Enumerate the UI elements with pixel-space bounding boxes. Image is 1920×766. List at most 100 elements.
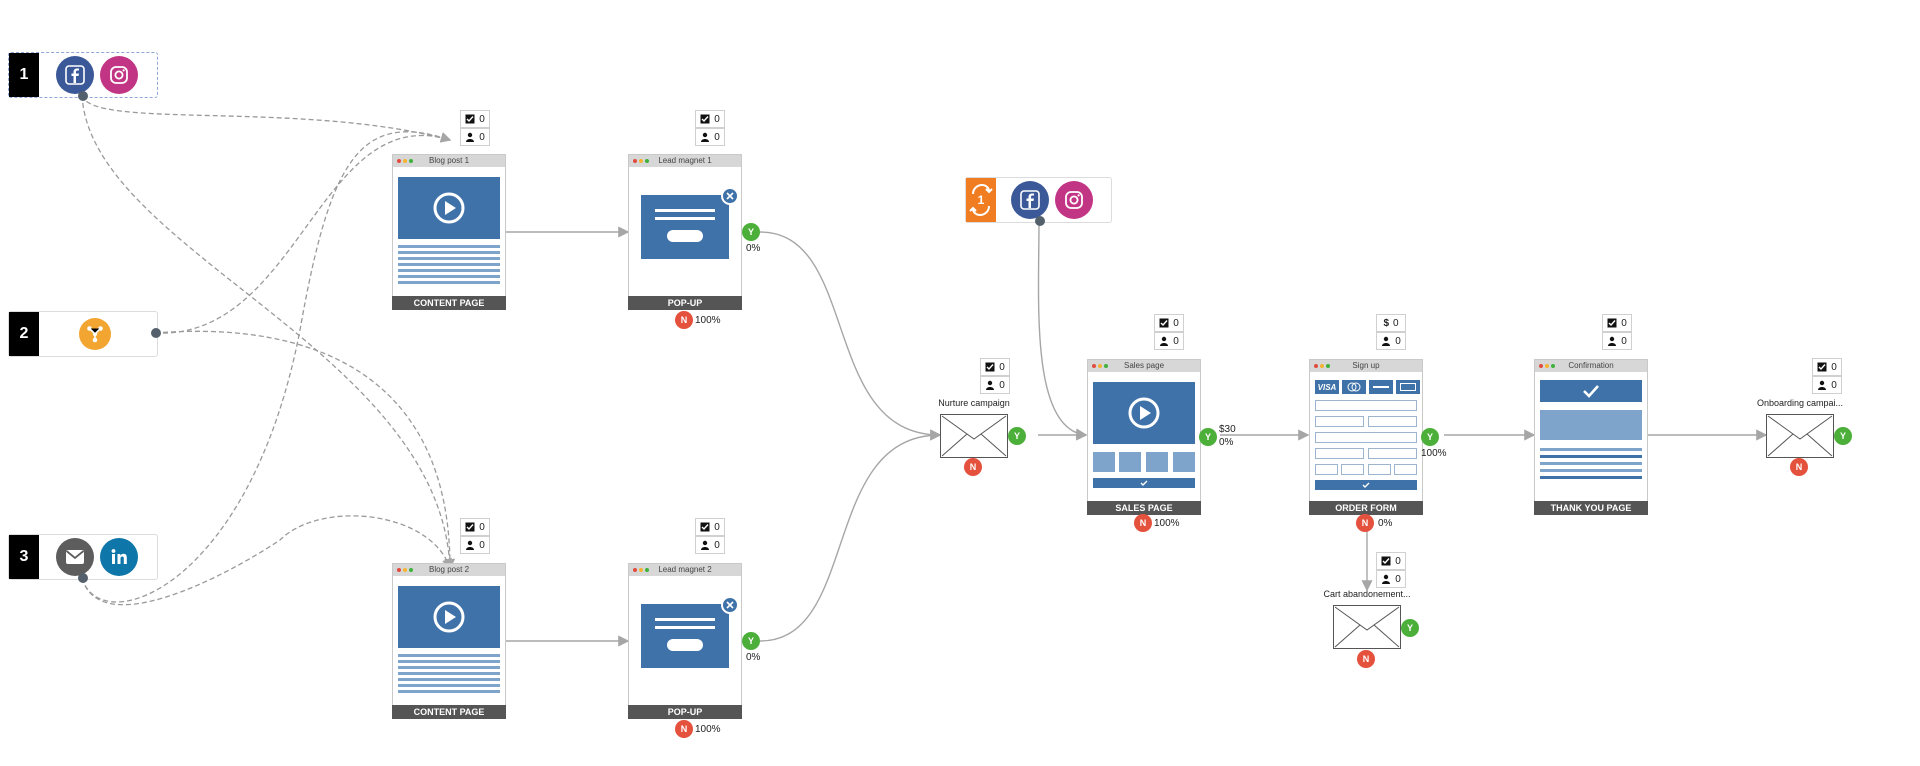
- visitors-stat: 0: [1812, 376, 1842, 394]
- yes-branch-badge[interactable]: Y: [742, 632, 760, 650]
- window-bar: Blog post 2: [393, 564, 505, 576]
- no-branch-badge[interactable]: N: [964, 458, 982, 476]
- visitors-stat: 0: [1376, 332, 1406, 350]
- email-icon[interactable]: [56, 538, 94, 576]
- no-branch-badge[interactable]: N: [1790, 458, 1808, 476]
- conversions-stat: 0: [460, 110, 490, 128]
- email-node-nurture[interactable]: [940, 414, 1008, 458]
- traffic-source-3[interactable]: 3: [8, 534, 158, 583]
- traffic-source-2[interactable]: 2: [8, 311, 161, 357]
- yes-branch-badge[interactable]: Y: [1008, 427, 1026, 445]
- check-icon: [465, 114, 475, 124]
- card-type-label: POP-UP: [628, 705, 742, 719]
- connection-handle[interactable]: [151, 328, 161, 338]
- card-title: Blog post 1: [428, 156, 470, 165]
- traffic-source-1[interactable]: 1: [8, 52, 158, 101]
- feature-block: [1093, 452, 1115, 472]
- email-title: Cart abandonement...: [1323, 589, 1411, 599]
- conversions-stat: 0: [980, 358, 1010, 376]
- conversions-stat: 0: [1154, 314, 1184, 332]
- connection-handle[interactable]: [1035, 216, 1045, 226]
- instagram-icon[interactable]: [1055, 181, 1093, 219]
- window-bar: Lead magnet 1: [629, 155, 741, 167]
- yes-branch-badge[interactable]: Y: [1421, 428, 1439, 446]
- yes-branch-badge[interactable]: Y: [1401, 619, 1419, 637]
- connection-handle[interactable]: [78, 91, 88, 101]
- conversions-stat: 0: [695, 110, 725, 128]
- check-icon: [700, 522, 710, 532]
- form-field: [1315, 432, 1417, 443]
- check-icon: [1140, 480, 1148, 486]
- no-percent: 100%: [695, 724, 721, 735]
- card-type-label: SALES PAGE: [1087, 501, 1201, 515]
- close-icon: [721, 596, 739, 614]
- no-branch-badge[interactable]: N: [1357, 650, 1375, 668]
- check-icon: [985, 362, 995, 372]
- visitors-stat: 0: [695, 536, 725, 554]
- person-icon: [701, 540, 710, 550]
- card-type-label: THANK YOU PAGE: [1534, 501, 1648, 515]
- yes-branch-badge[interactable]: Y: [1199, 428, 1217, 446]
- no-percent: 100%: [695, 315, 721, 326]
- instagram-icon[interactable]: [100, 56, 138, 94]
- envelope-icon: [1334, 606, 1400, 648]
- share-icon[interactable]: [79, 318, 111, 350]
- card-type-label: CONTENT PAGE: [392, 296, 506, 310]
- card-type-label: POP-UP: [628, 296, 742, 310]
- yes-branch-badge[interactable]: Y: [742, 223, 760, 241]
- yes-percent: 0%: [746, 243, 761, 254]
- check-icon: [1817, 362, 1827, 372]
- form-field: [1368, 464, 1391, 475]
- facebook-icon[interactable]: [56, 56, 94, 94]
- person-icon: [1818, 380, 1827, 390]
- email-title: Nurture campaign: [938, 398, 1010, 408]
- popup-card-2[interactable]: Lead magnet 2 POP-UP: [628, 563, 742, 719]
- discover-icon: [1369, 380, 1393, 394]
- form-field: [1315, 416, 1364, 427]
- visitors-stat: 0: [1154, 332, 1184, 350]
- thank-you-page-card[interactable]: Confirmation THANK YOU PAGE: [1534, 359, 1648, 515]
- card-title: Lead magnet 1: [658, 156, 712, 165]
- connection-handle[interactable]: [78, 573, 88, 583]
- form-field: [1368, 448, 1417, 459]
- email-node-cart[interactable]: [1333, 605, 1401, 649]
- no-branch-badge[interactable]: N: [675, 720, 693, 738]
- video-thumbnail: [1093, 382, 1195, 444]
- sales-value: $30: [1219, 424, 1236, 435]
- no-percent: 0%: [1378, 518, 1393, 529]
- content-page-card-2[interactable]: Blog post 2 CONTENT PAGE: [392, 563, 506, 719]
- no-branch-badge[interactable]: N: [675, 311, 693, 329]
- source-number: 1: [9, 53, 39, 97]
- conversions-stat: 0: [695, 518, 725, 536]
- sales-page-card[interactable]: Sales page SALES PAGE: [1087, 359, 1201, 515]
- retargeting-source[interactable]: 1: [965, 177, 1112, 226]
- person-icon: [701, 132, 710, 142]
- yes-branch-badge[interactable]: Y: [1834, 427, 1852, 445]
- retarget-icon: 1: [966, 178, 996, 222]
- person-icon: [1608, 336, 1617, 346]
- window-bar: Sales page: [1088, 360, 1200, 372]
- confirmation-banner: [1540, 380, 1642, 402]
- check-icon: [1159, 318, 1169, 328]
- yes-percent: 0%: [746, 652, 761, 663]
- email-node-onboarding[interactable]: [1766, 414, 1834, 458]
- source-connections: [81, 94, 456, 606]
- facebook-icon[interactable]: [1011, 181, 1049, 219]
- flow-connections: [506, 221, 1768, 647]
- close-icon: [721, 187, 739, 205]
- popup-card-1[interactable]: Lead magnet 1 POP-UP: [628, 154, 742, 310]
- content-page-card-1[interactable]: Blog post 1 CONTENT PAGE: [392, 154, 506, 310]
- no-branch-badge[interactable]: N: [1134, 514, 1152, 532]
- feature-block: [1173, 452, 1195, 472]
- visitors-stat: 0: [695, 128, 725, 146]
- card-type-label: ORDER FORM: [1309, 501, 1423, 515]
- check-icon: [1381, 556, 1391, 566]
- linkedin-icon[interactable]: [100, 538, 138, 576]
- popup-preview: [641, 195, 729, 259]
- check-icon: [700, 114, 710, 124]
- feature-block: [1146, 452, 1168, 472]
- order-form-card[interactable]: Sign up VISA ORDER FORM: [1309, 359, 1423, 515]
- content-block: [1540, 410, 1642, 440]
- no-branch-badge[interactable]: N: [1356, 514, 1374, 532]
